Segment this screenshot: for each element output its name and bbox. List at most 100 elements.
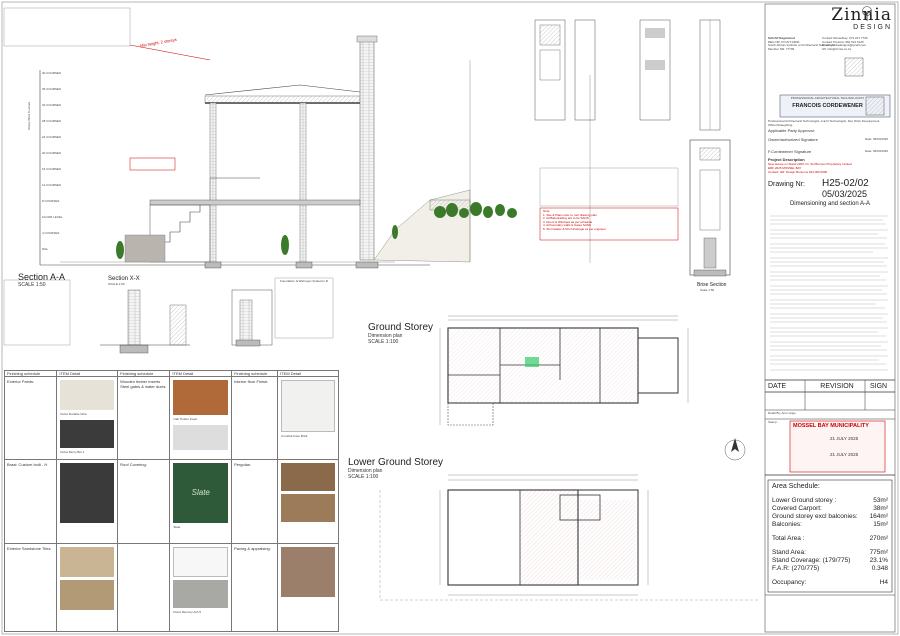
f-signature: F.Cordewener Signature <box>768 149 812 154</box>
course-label: 40 COURSES <box>42 71 62 75</box>
area-row: Covered Carport: 38m² <box>772 505 888 513</box>
brise-title: Brise Section <box>697 282 727 288</box>
section-aa-drawing <box>39 35 591 269</box>
sandstone-swatch <box>60 579 115 610</box>
foundation-note: Foundation & Wall spec Scaled to fit <box>280 279 329 283</box>
total-label: Total Area : <box>772 535 805 542</box>
rev-sign-head: SIGN <box>870 383 888 390</box>
fs-cell: Exterior Sandstone Tiles: <box>7 545 52 551</box>
occupancy-row: Occupancy: H4 <box>772 579 888 587</box>
logo-sub: DESIGN <box>853 24 892 31</box>
tree-logo-icon <box>862 6 872 21</box>
reg-nr: REG NR: PrCArT14091 <box>768 39 800 44</box>
project-text-2: ERF 2025 MOSSEL BAY <box>768 166 802 170</box>
area-row: Balconies: 15m² <box>772 521 888 529</box>
area-title: Area Schedule: <box>772 483 820 490</box>
course-label: 28 COURSES <box>42 119 62 123</box>
prof-line: Professional Architectural Technologist,… <box>768 119 880 127</box>
area-value: 164m² <box>869 513 888 520</box>
stamp-label: Stamp: <box>768 420 778 424</box>
rev-revision-head: REVISION <box>820 383 854 390</box>
project-text: New House on Stand 2025, Dr. Sol Bunnon … <box>768 162 852 166</box>
fs-head: Finishing schedule <box>117 369 171 378</box>
sandstone-swatch <box>60 546 115 577</box>
area-label: Covered Carport: <box>772 505 822 512</box>
fs-cell: Pergolas: <box>234 462 251 468</box>
drawing-date: 05/03/2025 <box>822 189 868 199</box>
fs-cell: Braai: Custom built - H <box>7 462 48 468</box>
sacap: SACAP Registered <box>768 36 795 40</box>
red-note-heading: Note: <box>543 209 551 213</box>
course-label: 4 COURSES <box>42 231 60 235</box>
table-row: Exterior Sandstone Tiles: Dulux Mercury … <box>3 542 339 633</box>
floor-swatch <box>281 380 335 433</box>
institute: South African Institute of Architectural… <box>768 43 836 48</box>
fs-cell <box>118 544 169 548</box>
window-details <box>534 19 721 131</box>
project-desc-label: Project Description <box>768 157 805 162</box>
ground-sub: Dimension plan <box>368 333 403 339</box>
email-2: IW: info@zinnia.co.za <box>822 46 852 51</box>
far-label: F.A.R: (270/775) <box>772 565 820 572</box>
ground-title: Ground Storey <box>368 322 434 333</box>
slate-swatch: Slate <box>173 463 229 524</box>
owner-signature: Owner/authorized Signature <box>768 137 818 142</box>
wood-swatch <box>173 380 229 416</box>
lower-title: Lower Ground Storey <box>348 457 444 468</box>
ground-storey-plan <box>439 315 689 426</box>
course-axis-label: Storey Brick Courses <box>27 101 31 130</box>
red-notes: Note: 1. Site & Plans refer to roof draw… <box>543 209 606 232</box>
area-value: 38m² <box>873 505 888 512</box>
project-text-3: Contact: HR: Design Bunnons 044 000 0000 <box>768 170 828 174</box>
badge-title: PROFESSIONAL ARCHITECTURAL TECHNOLOGIST <box>790 96 865 100</box>
coverage-row: Stand Coverage: (179/775) 23.1% <box>772 557 888 565</box>
rev-date-head: DATE <box>768 383 787 390</box>
course-label: FLOOR LEVEL <box>42 215 63 219</box>
coverage-value: 23.1% <box>869 557 888 564</box>
far-row: F.A.R: (270/775) 0.348 <box>772 565 888 573</box>
stand-area-value: 775m² <box>869 549 888 556</box>
lower-sub: Dimension plan <box>348 468 383 474</box>
paint-swatch-light <box>60 380 115 411</box>
swatch-caption: Slate <box>173 525 181 530</box>
course-label: 8 COURSES <box>42 199 60 203</box>
fs-cell: Interior floor Finish: <box>234 379 269 385</box>
paint-swatch-ash <box>173 579 229 608</box>
course-list: 40 COURSES 36 COURSES 32 COURSES 28 COUR… <box>42 71 63 256</box>
drawing-nr: H25-02/02 <box>822 178 869 189</box>
area-items: Lower Ground storey : 53m² Covered Carpo… <box>772 497 888 587</box>
finishing-schedule: Finishing schedule ITEM Detail Finishing… <box>3 369 339 633</box>
drawing-title: Dimensioning and section A-A <box>789 201 871 207</box>
stamp-date-1: 21 JULY 2025 <box>830 436 859 441</box>
red-note: 5. Stormwater & Roof drainage as per eng… <box>543 226 606 231</box>
paving-swatch <box>281 546 335 597</box>
braai-photo <box>60 463 115 524</box>
table-row: Exterior Paints: Dulux Durable Ultra Dul… <box>3 376 339 461</box>
occupancy-label: Occupancy: <box>772 579 807 586</box>
member-nr: Member NR: 77799 <box>768 46 795 51</box>
section-xx-title: Section X-X <box>108 276 140 282</box>
course-label: 16 COURSES <box>42 167 62 171</box>
red-note: 2. All Balustrading are to be SANS <box>543 216 589 221</box>
stamp-date-2: 21 JULY 2025 <box>830 452 859 457</box>
drawing-nr-label: Drawing Nr: <box>768 181 805 188</box>
total-value: 270m² <box>869 535 888 542</box>
pergola-photo <box>281 463 335 492</box>
stand-area-row: Stand Area: 775m² <box>772 549 888 557</box>
ground-scale: SCALE 1:100 <box>368 339 399 345</box>
course-label: 36 COURSES <box>42 87 62 91</box>
fs-cell: Wooden timber inserts Steel gates & wate… <box>120 379 166 390</box>
sacap-block: SACAP Registered REG NR: PrCArT14091 Sou… <box>768 36 843 51</box>
swatch-caption: Dulux Durable Ultra <box>60 412 87 417</box>
badge-name: FRANCOIS CORDEWENER <box>792 103 863 109</box>
date-1: Date: 05/03/2025 <box>865 137 889 141</box>
contact-block: Contact Mosselbay: 073 227 7766 Contact … <box>822 36 894 51</box>
swatch-caption: Corobrik Face Brick <box>281 434 308 439</box>
paint-swatch-dark <box>60 419 115 448</box>
coverage-label: Stand Coverage: (179/775) <box>772 557 851 564</box>
fs-head: Finishing schedule <box>3 369 58 378</box>
fs-cell: Roof Covering: <box>120 462 147 468</box>
paint-swatch-white <box>173 546 229 577</box>
approval-label: Applicable Party Approval: <box>768 128 815 133</box>
